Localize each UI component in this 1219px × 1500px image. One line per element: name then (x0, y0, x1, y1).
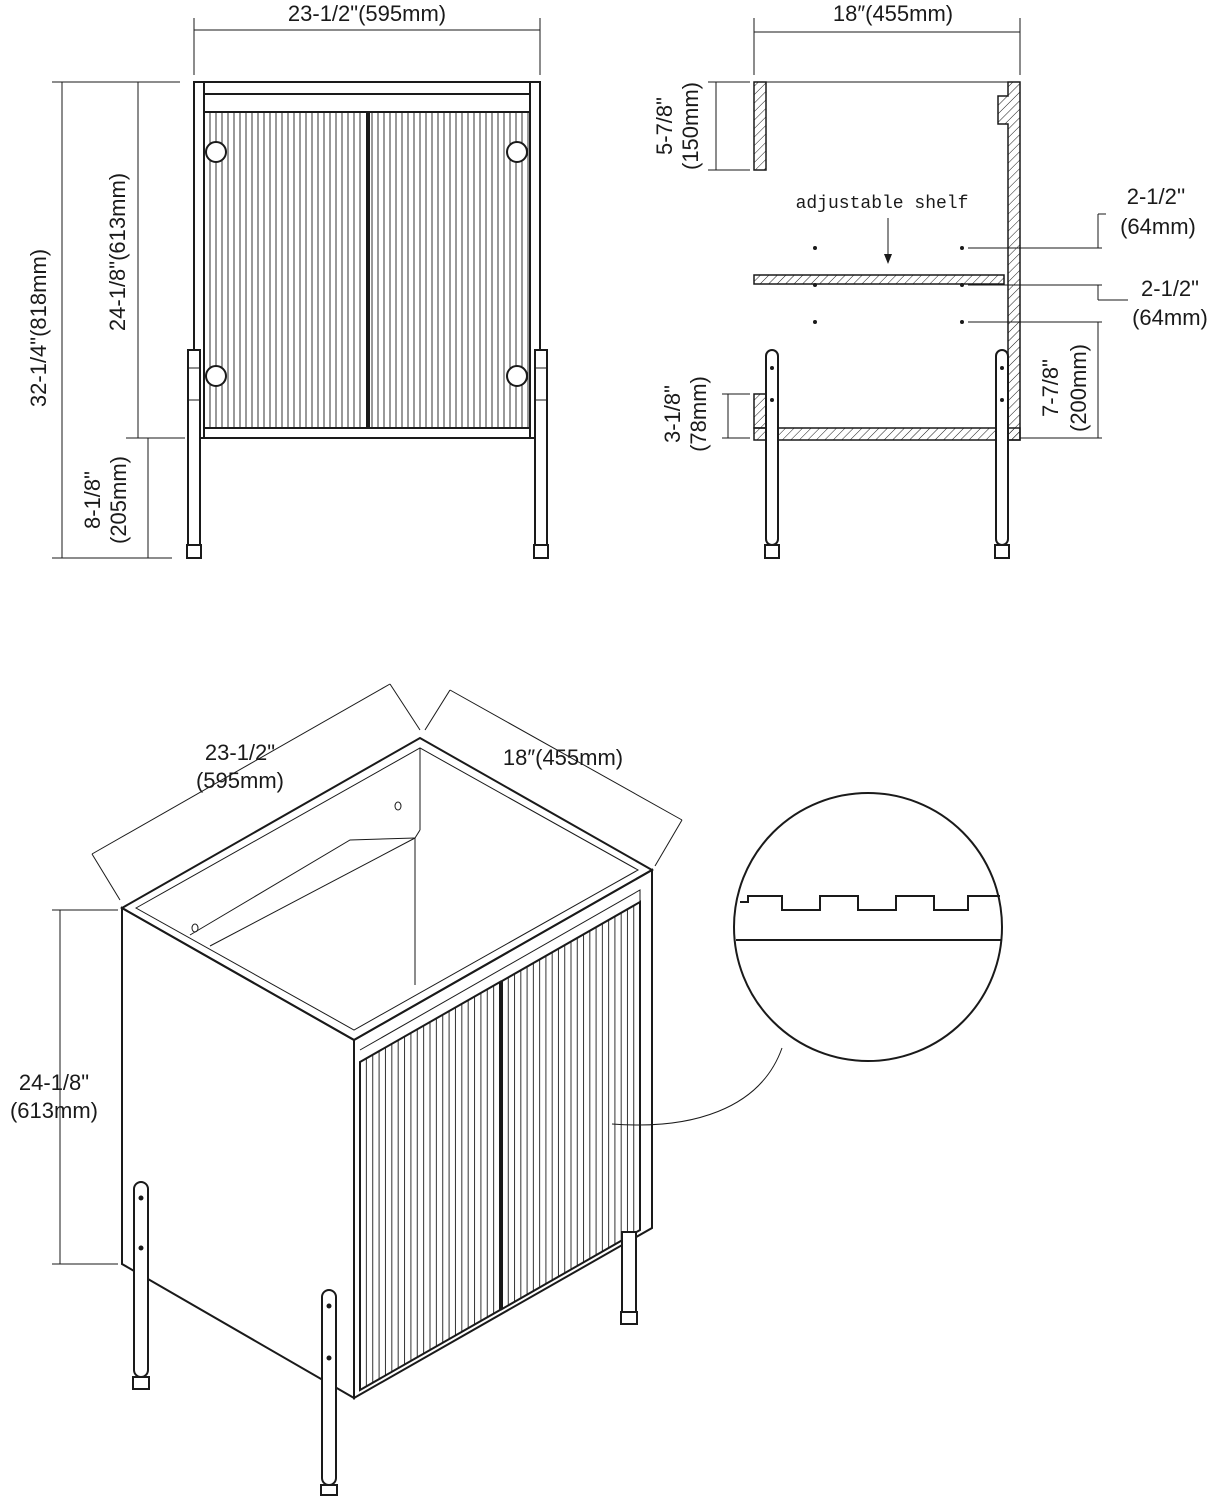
iso-pin-hole (191, 923, 199, 933)
front-hinge-circle (506, 141, 528, 163)
front-right-leg (533, 349, 549, 559)
shelf-annotation: adjustable shelf (796, 194, 969, 214)
front-leg-height-label-2: (205mm) (106, 456, 131, 544)
hole-spacing-lower-2: (64mm) (1132, 305, 1208, 330)
iso-left-door (359, 980, 501, 1392)
shelf-pin-hole (813, 283, 817, 287)
shelf-pin-hole (813, 320, 817, 324)
front-width-label: 23-1/2"(595mm) (288, 1, 446, 26)
iso-height-label-2: (613mm) (10, 1098, 98, 1123)
flute-profile-detail (733, 792, 1003, 1062)
iso-door-flutes (365, 905, 635, 1387)
isometric-view: 23-1/2" (595mm) 18″(455mm) 24-1/8" (613m… (10, 683, 1003, 1496)
front-hinge-circle (205, 365, 227, 387)
front-hinge-circle (506, 365, 528, 387)
hole-spacing-upper-2: (64mm) (1120, 214, 1196, 239)
shelf-pin-hole (960, 283, 964, 287)
side-depth-label: 18″(455mm) (833, 1, 953, 26)
hole-spacing-upper-1: 2-1/2'' (1127, 184, 1186, 209)
iso-front-left-leg (320, 1289, 338, 1496)
front-hinge-circle (205, 141, 227, 163)
front-left-leg (186, 349, 202, 559)
front-leg-height-label-1: 8-1/8" (80, 471, 105, 529)
side-lower-hole-label-2: (200mm) (1066, 344, 1091, 432)
iso-back-left-leg (132, 1181, 150, 1390)
side-bottom-rail-label-1: 3-1/8" (660, 385, 685, 443)
front-cabinet-height-label: 24-1/8"(613mm) (105, 173, 130, 331)
hole-spacing-lower-1: 2-1/2" (1141, 276, 1199, 301)
iso-height-label-1: 24-1/8" (19, 1070, 89, 1095)
shelf-pin-hole (813, 246, 817, 250)
iso-front-right-leg (620, 1231, 638, 1325)
side-top-rail-label-2: (150mm) (678, 82, 703, 170)
iso-depth-label: 18″(455mm) (503, 745, 623, 770)
iso-width-label-2: (595mm) (196, 768, 284, 793)
front-door-flutes (209, 112, 529, 428)
shelf-pin-hole (960, 246, 964, 250)
iso-right-door (501, 900, 641, 1311)
side-top-rail-label-1: 5-7/8" (652, 97, 677, 155)
side-view: 18″(455mm) 5-7/8" (150mm) adjustable she… (652, 1, 1208, 559)
front-view: 23-1/2"(595mm) 32-1/4"(818mm) 24-1/8"(61… (26, 1, 549, 559)
front-total-height-label: 32-1/4"(818mm) (26, 249, 51, 407)
side-front-leg (764, 349, 780, 559)
side-bottom-rail-label-2: (78mm) (686, 376, 711, 452)
iso-pin-hole (394, 801, 402, 811)
iso-width-label-1: 23-1/2" (205, 740, 275, 765)
side-back-leg (994, 349, 1010, 559)
side-lower-hole-label-1: 7-7/8" (1038, 359, 1063, 417)
adjustable-shelf (753, 274, 1005, 285)
shelf-pin-hole (960, 320, 964, 324)
